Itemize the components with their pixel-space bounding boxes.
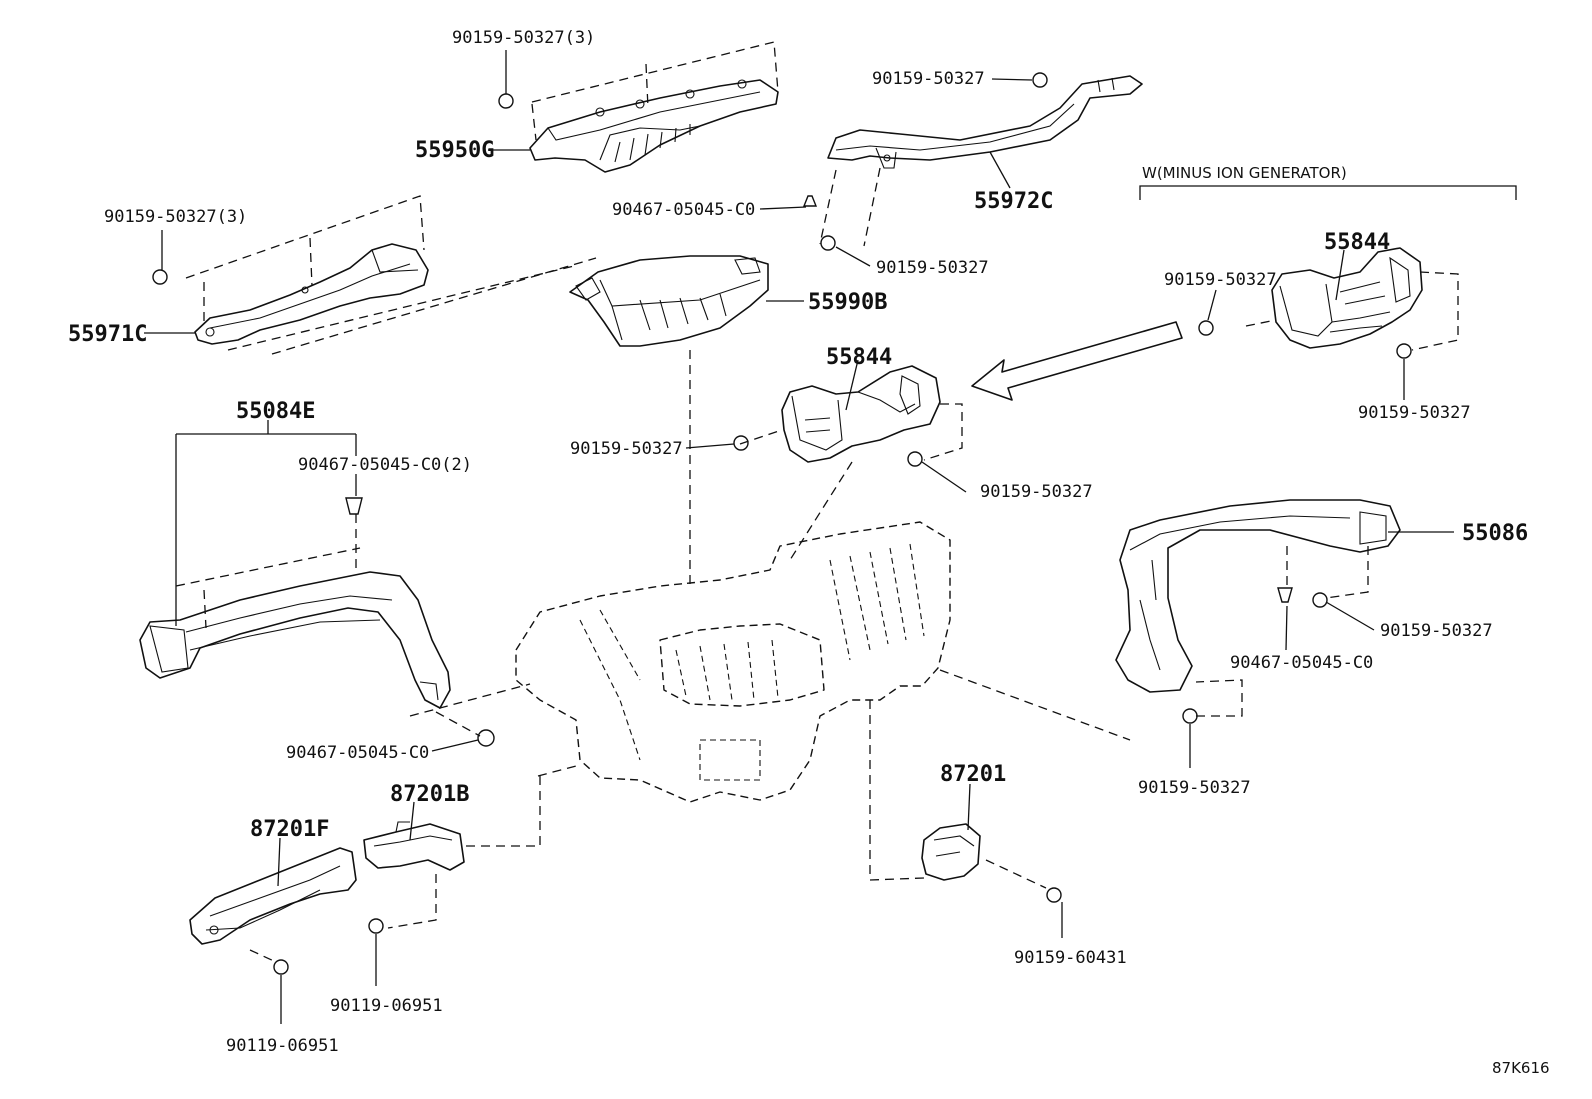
label-90159-50327-ion-left: 90159-50327 <box>1164 270 1277 290</box>
label-90119-06951-left: 90119-06951 <box>226 1036 339 1056</box>
label-55084e: 55084E <box>236 399 315 424</box>
label-90467-05045-c0-left: 90467-05045-C0 <box>286 743 429 763</box>
label-minus-ion-generator: W(MINUS ION GENERATOR) <box>1142 164 1347 182</box>
fastener-clip <box>345 497 363 515</box>
fastener-clip <box>1277 587 1293 603</box>
part-55950g-duct <box>529 79 779 173</box>
part-87201f-bracket <box>189 847 357 945</box>
part-55990b-register <box>569 255 769 347</box>
label-90159-50327-bottom-right: 90159-50327 <box>1138 778 1251 798</box>
label-90159-50327-ion-right: 90159-50327 <box>1358 403 1471 423</box>
fastener-bolt <box>368 918 384 934</box>
fastener-nut <box>1182 708 1198 724</box>
part-87201b-bracket <box>363 821 465 871</box>
label-90119-06951-right: 90119-06951 <box>330 996 443 1016</box>
part-55972c-duct <box>827 75 1143 169</box>
fastener-bolt <box>1046 887 1062 903</box>
label-90159-50327-right-duct: 90159-50327 <box>1380 621 1493 641</box>
fastener-nut <box>498 93 514 109</box>
part-87201-bracket <box>921 823 981 881</box>
fastener-nut <box>1198 320 1214 336</box>
label-90159-50327-3-top: 90159-50327(3) <box>452 28 595 48</box>
fastener-nut <box>1396 343 1412 359</box>
fastener-clip <box>802 195 818 207</box>
fastener-nut <box>1032 72 1048 88</box>
fastener-nut <box>1312 592 1328 608</box>
label-90467-05045-c0-top: 90467-05045-C0 <box>612 200 755 220</box>
label-87201f: 87201F <box>250 817 329 842</box>
label-55086: 55086 <box>1462 521 1528 546</box>
label-diagram-code: 87K616 <box>1492 1059 1550 1077</box>
assembly-lines <box>175 41 1459 963</box>
label-90467-05045-c0-right: 90467-05045-C0 <box>1230 653 1373 673</box>
fastener-nut <box>477 729 495 747</box>
label-87201b: 87201B <box>390 782 469 807</box>
label-90159-50327-center-right: 90159-50327 <box>980 482 1093 502</box>
label-55972c: 55972C <box>974 189 1053 214</box>
part-55844-ion-duct <box>1271 247 1423 349</box>
part-55084e-duct <box>139 571 451 709</box>
part-hvac-unit <box>515 521 951 803</box>
fasteners <box>152 72 1412 975</box>
label-90159-60431: 90159-60431 <box>1014 948 1127 968</box>
label-90159-50327-register: 90159-50327 <box>876 258 989 278</box>
fastener-nut <box>820 235 836 251</box>
label-90159-50327-3-left: 90159-50327(3) <box>104 207 247 227</box>
label-87201: 87201 <box>940 762 1006 787</box>
fastener-nut <box>152 269 168 285</box>
label-55990b: 55990B <box>808 290 887 315</box>
label-55844-ion: 55844 <box>1324 230 1390 255</box>
label-90467-05045-c0-2: 90467-05045-C0(2) <box>298 455 472 475</box>
part-labels: 90159-50327(3) 55950G 90159-50327 55972C… <box>68 28 1550 1077</box>
part-55086-duct <box>1115 499 1401 693</box>
fastener-nut <box>907 451 923 467</box>
part-55971c-duct <box>194 243 429 345</box>
part-55844-center-duct <box>781 365 941 463</box>
label-55971c: 55971C <box>68 322 147 347</box>
leader-lines <box>144 50 1517 1024</box>
fastener-bolt <box>273 959 289 975</box>
direction-arrow <box>971 321 1183 401</box>
label-90159-50327-center-left: 90159-50327 <box>570 439 683 459</box>
label-90159-50327-top-right: 90159-50327 <box>872 69 985 89</box>
label-55950g: 55950G <box>415 138 494 163</box>
label-55844-center: 55844 <box>826 345 892 370</box>
